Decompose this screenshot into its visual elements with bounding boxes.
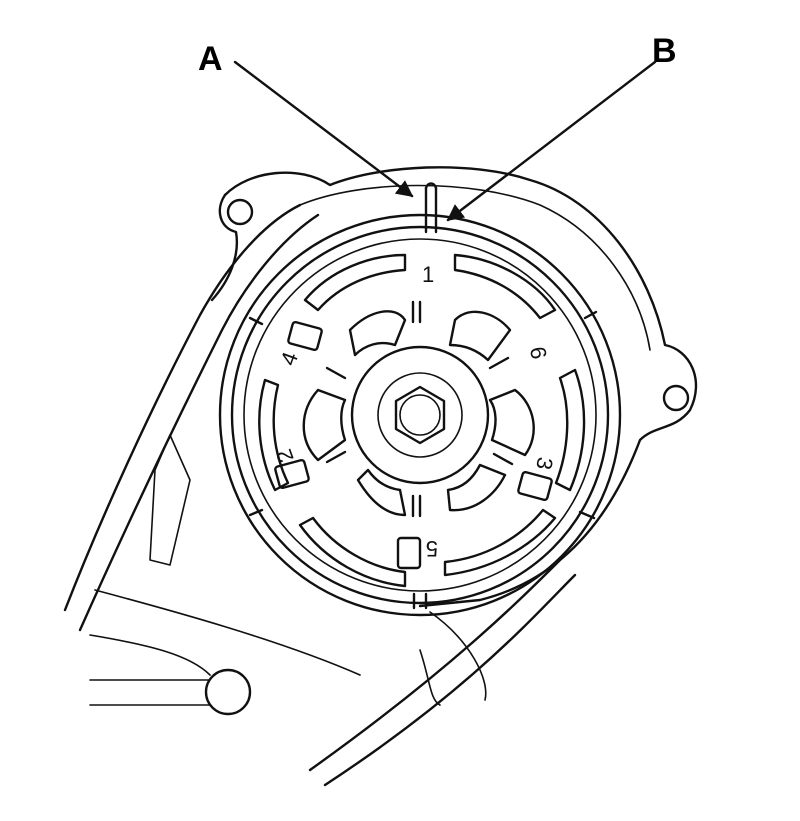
spoke-window (302, 388, 347, 462)
pulley-mark-1: 1 (422, 262, 434, 287)
pulley-slot (298, 516, 407, 588)
spoke-window (446, 463, 507, 512)
index-window (287, 320, 323, 352)
callout-arrow-a (233, 60, 414, 198)
idler-pulley (204, 668, 252, 716)
center-bolt-hex (394, 385, 446, 445)
index-window (396, 536, 422, 570)
timing-belt (63, 203, 577, 787)
center-bolt (399, 394, 441, 436)
index-window (274, 458, 310, 490)
spoke-window (356, 468, 407, 517)
bolt-hole-upper-left (226, 198, 254, 226)
camshaft-pulley: 1 4 6 2 3 5 (218, 182, 622, 617)
index-window (517, 470, 553, 502)
pulley-mark-6: 6 (525, 345, 552, 361)
pulley-slot (443, 508, 557, 577)
pulley-slot (258, 378, 290, 492)
callout-label-b: B (652, 32, 677, 70)
pulley-inner-rim (230, 225, 610, 605)
pulley-outer-rim (218, 213, 622, 617)
bolt-hole-right (662, 384, 690, 412)
pulley-slot (303, 253, 407, 312)
pulley-slot (554, 368, 586, 492)
callout-arrow-b (446, 60, 657, 222)
callout-label-a: A (198, 40, 223, 78)
pulley-timing-notch (424, 186, 438, 234)
pulley-mark-4: 4 (275, 349, 303, 369)
pulley-mark-3: 3 (531, 455, 558, 471)
pulley-hub (350, 345, 490, 485)
spoke-window (348, 310, 407, 357)
spoke-window (488, 388, 535, 457)
pulley-mark-5: 5 (426, 536, 438, 561)
engine-block-lines (89, 434, 487, 706)
callout-b: B (446, 32, 677, 222)
spoke-window (448, 310, 512, 362)
timing-belt-cover-outline (210, 166, 698, 608)
callout-a: A (198, 40, 414, 198)
pulley-slot (453, 253, 557, 320)
